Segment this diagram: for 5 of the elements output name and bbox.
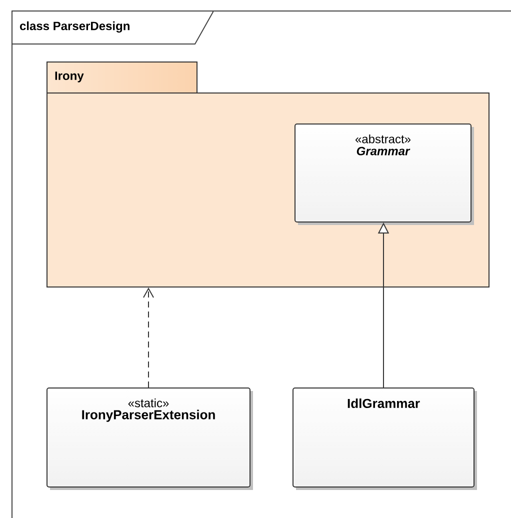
class-box: IdlGrammar (292, 388, 477, 490)
class-box: «static» IronyParserExtension (46, 388, 253, 490)
arrow (143, 288, 154, 388)
class-box: «abstract» Grammar (294, 124, 474, 225)
node-label: Irony (55, 72, 84, 82)
